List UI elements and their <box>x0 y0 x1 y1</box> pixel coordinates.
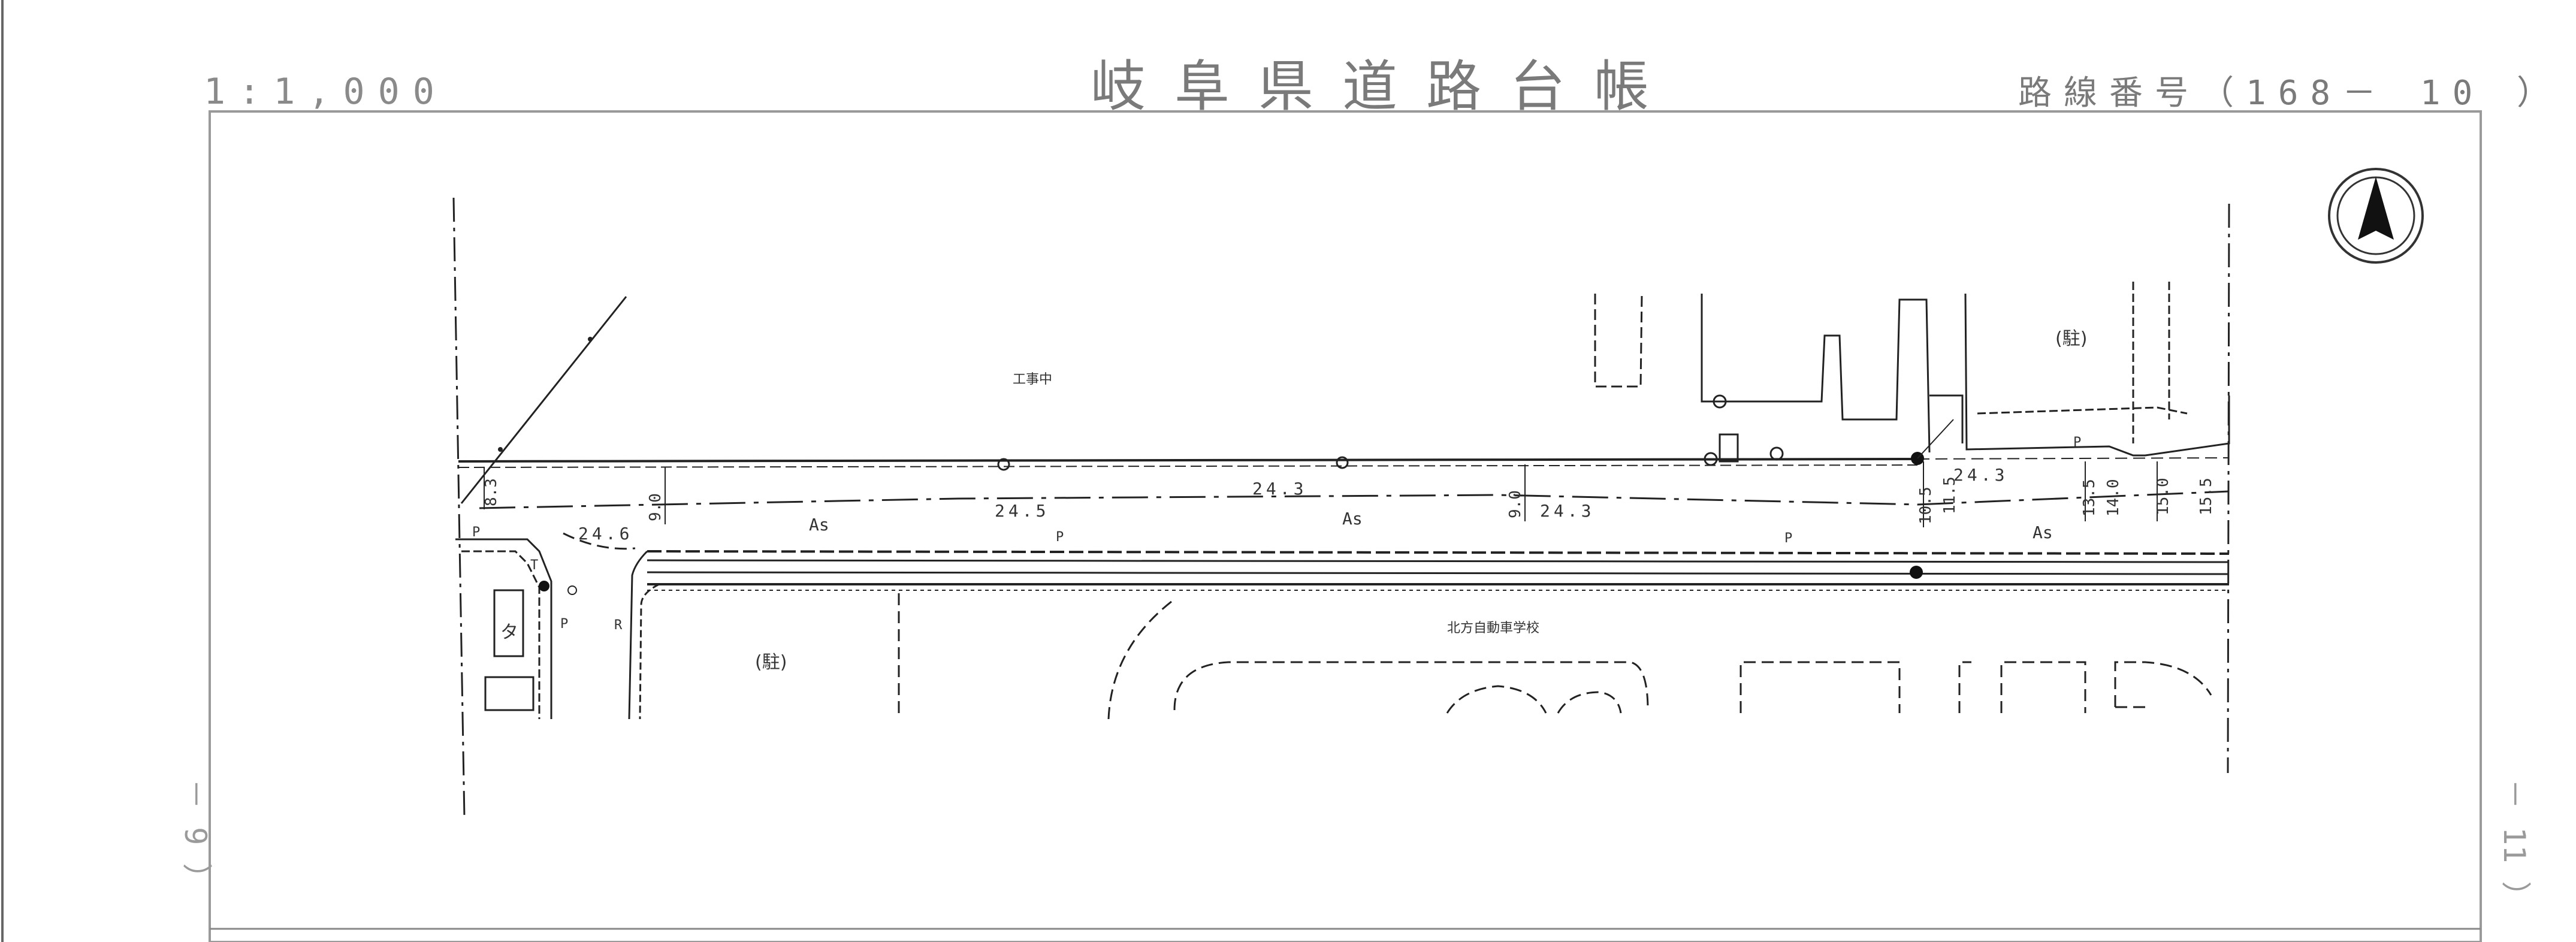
diagonal-line <box>460 296 627 504</box>
previous-sheet-ref: － 9 ） <box>178 779 213 893</box>
parking-south-label: (駐) <box>755 652 787 673</box>
width-9-0-a: 9.0 <box>647 493 665 521</box>
small-building <box>484 676 534 711</box>
sidewalk-label-3: P <box>1784 531 1792 546</box>
width-13-5: 13.5 <box>2080 479 2098 517</box>
shop-building <box>493 589 524 657</box>
next-sheet-ref: － 11 ） <box>2497 779 2532 911</box>
point-t-label: T <box>530 558 538 573</box>
south-sidewalk-line <box>647 571 2230 575</box>
north-dashed-structure <box>1594 293 1643 388</box>
width-14-0: 14.0 <box>2104 479 2122 517</box>
page-title: 岐阜県道路台帳 <box>1091 55 1678 119</box>
road-centerline <box>479 490 2230 509</box>
width-11-5: 11.5 <box>1941 476 1959 514</box>
sidewalk-label-4: P <box>2073 435 2081 450</box>
west-street-edge <box>455 538 552 719</box>
parking-lot-north <box>1964 293 2230 457</box>
shop-mark: タ <box>500 622 518 643</box>
school-course <box>898 593 2212 720</box>
width-15-5: 15.5 <box>2197 478 2215 515</box>
south-road-edge <box>647 550 2230 555</box>
parking-north-label: (駐) <box>2055 328 2087 349</box>
width-8-3: 8.3 <box>482 478 500 506</box>
elevation-2: 24.5 <box>995 501 1049 521</box>
width-9-0-b: 9.0 <box>1506 490 1524 518</box>
sidewalk-label-1: P <box>472 525 480 540</box>
north-road-edge <box>458 458 1918 463</box>
sidewalk-label-5: P <box>560 617 568 632</box>
pavement-label-1: As <box>809 515 829 535</box>
north-arrow-icon <box>2328 168 2424 264</box>
point-r-label: R <box>614 618 623 633</box>
route-number: 路線番号（168－ 10 ） <box>2018 74 2563 113</box>
elevation-4: 24.3 <box>1540 501 1594 521</box>
elevation-5: 24.3 <box>1953 465 2008 485</box>
elevation-3: 24.6 <box>578 524 633 544</box>
map-frame <box>209 110 2482 942</box>
right-boundary-line <box>2227 203 2230 774</box>
school-label: 北方自動車学校 <box>1447 621 1539 636</box>
pavement-label-3: As <box>2033 523 2053 542</box>
south-curb-line <box>647 559 2230 563</box>
width-15-0: 15.0 <box>2154 478 2172 515</box>
sidewalk-label-2: P <box>1056 530 1064 545</box>
width-10-5: 10.5 <box>1917 487 1935 524</box>
north-road-edge-dashed <box>458 464 1918 468</box>
left-boundary-line <box>452 197 466 819</box>
elevation-1: 24.3 <box>1252 479 1307 499</box>
pavement-label-2: As <box>1342 509 1363 529</box>
junction-curve <box>628 550 648 720</box>
manhole-south <box>1910 566 1923 579</box>
map-scale: 1:1,000 <box>204 71 448 113</box>
construction-label: 工事中 <box>1013 372 1052 387</box>
north-building-outline <box>1701 294 1931 453</box>
